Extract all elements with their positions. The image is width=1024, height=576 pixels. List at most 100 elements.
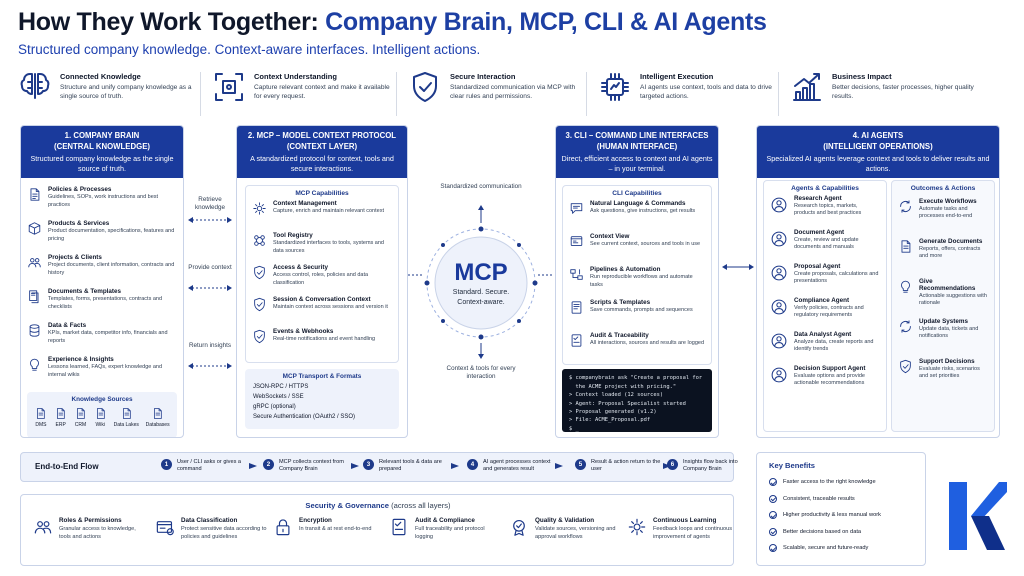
mcp-title2: (CONTEXT LAYER) <box>286 141 358 151</box>
security-title-suffix: (across all layers) <box>388 501 451 510</box>
feature-title: Intelligent Execution <box>640 72 714 81</box>
feature-divider <box>396 72 397 116</box>
knowledge-source[interactable]: Databases <box>146 407 170 428</box>
mcp-capabilities-title: MCP Capabilities <box>295 190 349 198</box>
lock-shield-icon <box>254 266 265 280</box>
knowledge-source[interactable]: DMS <box>34 407 47 428</box>
templates-icon <box>29 290 39 304</box>
knowledge-source[interactable]: Data Lakes <box>114 407 139 428</box>
agent-icon <box>771 265 787 281</box>
feature-desc: Structure and unify company knowledge as… <box>60 84 192 100</box>
double-arrow-icon <box>188 363 232 369</box>
security-item-desc: Full traceability and protocol logging <box>415 526 485 540</box>
hub-label: MCP <box>454 259 508 286</box>
lock-icon <box>276 519 290 536</box>
feature-title: Context Understanding <box>254 72 337 81</box>
feature-title: Business Impact <box>832 72 892 81</box>
terminal-window[interactable]: $ companybrain ask "Create a proposal fo… <box>562 369 712 433</box>
knowledge-source[interactable]: Wiki <box>94 407 107 428</box>
outcome-desc: Automate tasks and processes end-to-end <box>919 206 973 220</box>
security-item-desc: Validate sources, versioning and approva… <box>535 526 616 540</box>
cli-desc: Direct, efficient access to context and … <box>561 154 713 173</box>
cli-capability-desc: Ask questions, give instructions, get re… <box>590 208 696 215</box>
company-brain-header: 1. COMPANY BRAIN (CENTRAL KNOWLEDGE) Str… <box>21 126 183 179</box>
company-brain-title: 1. COMPANY BRAIN <box>64 131 140 140</box>
cli-capabilities-box: CLI Capabilities Natural Language & Comm… <box>562 185 712 366</box>
feature-icon-wrap <box>790 70 824 104</box>
agent-icon <box>771 333 787 349</box>
workflow-icon <box>900 200 911 213</box>
growth-chart-icon <box>793 73 821 101</box>
cli-capability-title: Pipelines & Automation <box>590 266 661 274</box>
brain-item-desc: Project documents, client information, c… <box>48 262 175 276</box>
cli-panel: 3. CLI – COMMAND LINE INTERFACES (HUMAN … <box>555 125 719 438</box>
decision-icon <box>900 359 911 374</box>
terminal-line: > Proposal generated (v1.2) <box>569 408 657 415</box>
cli-capability-desc: See current context, sources and tools i… <box>590 241 701 248</box>
check-icon <box>769 494 777 503</box>
mcp-capability-title: Tool Registry <box>273 232 313 240</box>
shield-check-icon <box>413 72 437 102</box>
knowledge-source[interactable]: ERP <box>54 407 67 428</box>
terminal-line: $ _ <box>569 425 579 432</box>
terminal-line: the ACME project with pricing." <box>569 383 677 390</box>
outcome-title: Execute Workflows <box>919 198 977 205</box>
flow-step-number: 5 <box>575 459 586 470</box>
refresh-icon <box>900 320 911 333</box>
arrow-label: Return insights <box>189 342 231 349</box>
cli-capability-title: Natural Language & Commands <box>590 200 686 208</box>
brain-item-title: Data & Facts <box>48 322 87 330</box>
benefit-text: Higher productivity & less manual work <box>783 512 881 519</box>
knowledge-source-label: CRM <box>74 422 87 429</box>
brain-item-title: Documents & Templates <box>48 288 122 296</box>
mcp-header: 2. MCP – MODEL CONTEXT PROTOCOL (CONTEXT… <box>237 126 407 179</box>
generate-docs-icon <box>901 240 911 253</box>
insights-icon <box>30 359 39 372</box>
flow-step-number: 6 <box>667 459 678 470</box>
benefit-text: Better decisions based on data <box>783 528 862 535</box>
outcome-title: Support Decisions <box>919 358 975 365</box>
knowledge-source-label: Wiki <box>95 422 105 429</box>
mcp-hub: Standardized communication MCP Standard.… <box>408 125 554 438</box>
flow-step-text: MCP collects context from Company Brain <box>279 459 344 473</box>
clients-icon <box>28 258 41 268</box>
cli-header: 3. CLI – COMMAND LINE INTERFACES (HUMAN … <box>556 126 718 179</box>
benefit-item: Scalable, secure and future-ready <box>757 540 925 557</box>
arrow-right-icon <box>351 463 359 469</box>
knowledge-source[interactable]: CRM <box>74 407 87 428</box>
